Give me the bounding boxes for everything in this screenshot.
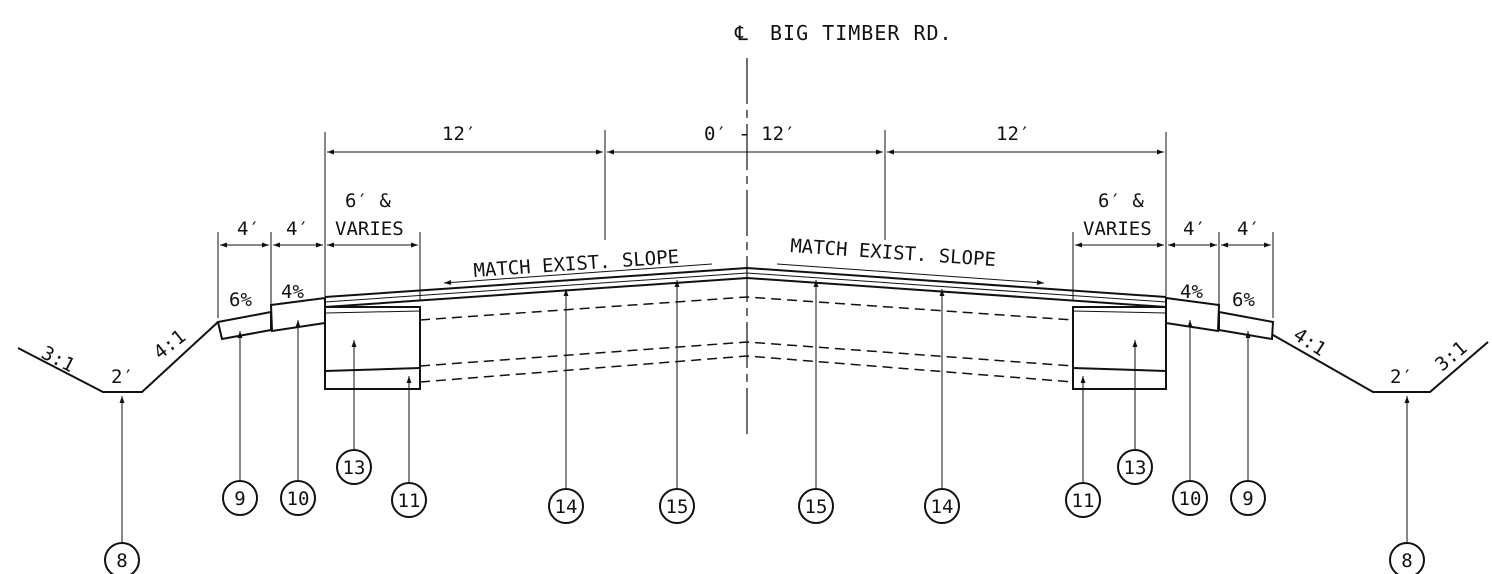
right-widening-box: [1072, 306, 1167, 390]
existing-pavement-dash-1: [419, 296, 1074, 321]
callout-9-left: 9: [222, 480, 258, 516]
pavement-surface-top: [324, 266, 1167, 298]
drawing-title: BIG TIMBER RD.: [770, 21, 953, 45]
cross-slope-right-4pct: 4%: [1180, 281, 1203, 303]
varies-right-line2: VARIES: [1083, 218, 1152, 240]
right-widening-base: [1072, 367, 1167, 372]
callout-circle: [1230, 480, 1266, 516]
slope-left-3to1: 3:1: [38, 342, 79, 377]
callout-bubbles: 8 9 10 13 11 14 15 15: [104, 449, 1425, 574]
top-dimension-group: 12′ 0′ - 12′ 12′: [324, 123, 1167, 300]
pavement-surface-layer: [324, 272, 1167, 303]
cross-slope-left-4pct: 4%: [281, 281, 304, 303]
callout-13-right: 13: [1117, 449, 1153, 485]
match-slope-right-arrow: [776, 263, 1045, 285]
callout-text: 14: [931, 496, 954, 518]
callout-circle: [280, 480, 316, 516]
callout-text: 8: [116, 550, 127, 572]
varies-left-line1: 6′ &: [345, 190, 391, 212]
pavement-section: [324, 266, 1167, 390]
callout-text: 15: [666, 496, 689, 518]
callout-11-left: 11: [391, 482, 427, 518]
callout-circle: [1172, 480, 1208, 516]
callout-13-left: 13: [336, 449, 372, 485]
dim-shoulder-4d: 4′: [1237, 218, 1260, 240]
dim-shoulder-4c: 4′: [1183, 218, 1206, 240]
callout-circle: [1117, 449, 1153, 485]
callout-text: 10: [287, 488, 310, 510]
callout-circle: [659, 488, 695, 524]
existing-pavement-dash-2: [419, 341, 1074, 367]
match-slope-left-arrow: [443, 263, 713, 285]
left-widening-box: [324, 306, 421, 390]
callout-9-right: 9: [1230, 480, 1266, 516]
callout-circle: [222, 480, 258, 516]
centerline-symbol: ℄: [734, 21, 749, 45]
match-slope-left-note: MATCH EXIST. SLOPE: [473, 246, 680, 282]
callout-circle: [1065, 482, 1101, 518]
callout-text: 15: [805, 496, 828, 518]
dim-left-lane: 12′: [442, 123, 476, 145]
callout-text: 11: [1072, 490, 1095, 512]
callout-text: 13: [1124, 457, 1147, 479]
callout-circle: [798, 488, 834, 524]
right-aggregate-shoulder-6pct: [1218, 310, 1275, 341]
dim-right-lane: 12′: [996, 123, 1030, 145]
callout-8-left: 8: [104, 542, 140, 574]
callout-14-left: 14: [548, 488, 584, 524]
slope-left-4to1: 4:1: [150, 325, 191, 363]
dim-shoulder-4b: 4′: [286, 218, 309, 240]
left-shoulder-dimensions: 4′ 4′ 6′ & VARIES: [217, 190, 421, 318]
callout-circle: [104, 542, 140, 574]
dim-center: 0′ - 12′: [704, 123, 796, 145]
callout-leaders: [119, 280, 1410, 543]
match-slope-right-note: MATCH EXIST. SLOPE: [790, 235, 997, 271]
callout-text: 14: [555, 496, 578, 518]
callout-circle: [391, 482, 427, 518]
callout-text: 10: [1179, 488, 1202, 510]
pavement-binder-layer: [324, 276, 1167, 308]
varies-left-line2: VARIES: [335, 218, 404, 240]
callout-15-left: 15: [659, 488, 695, 524]
callout-8-right: 8: [1389, 542, 1425, 574]
existing-pavement-dash-3: [419, 355, 1074, 383]
callout-circle: [924, 488, 960, 524]
callout-text: 8: [1401, 550, 1412, 572]
ditch-width-left: 2′: [111, 366, 134, 388]
callout-11-right: 11: [1065, 482, 1101, 518]
callout-15-right: 15: [798, 488, 834, 524]
callout-text: 13: [343, 457, 366, 479]
left-ditch-profile: [17, 321, 219, 393]
callout-circle: [1389, 542, 1425, 574]
cross-slope-left-6pct: 6%: [229, 289, 252, 311]
right-ditch-profile: [1272, 334, 1489, 393]
right-shoulder-dimensions: 6′ & VARIES 4′ 4′: [1072, 190, 1274, 318]
callout-text: 9: [1242, 488, 1253, 510]
callout-circle: [336, 449, 372, 485]
varies-right-line1: 6′ &: [1098, 190, 1144, 212]
callout-circle: [548, 488, 584, 524]
right-widening-inner-top: [1072, 310, 1167, 314]
ditch-width-right: 2′: [1390, 366, 1413, 388]
callout-14-right: 14: [924, 488, 960, 524]
dim-shoulder-4a: 4′: [237, 218, 260, 240]
slope-right-4to1: 4:1: [1289, 324, 1330, 361]
callout-10-right: 10: [1172, 480, 1208, 516]
left-widening-base: [324, 367, 421, 372]
left-widening-inner-top: [324, 310, 421, 314]
cross-slope-right-6pct: 6%: [1232, 289, 1255, 311]
callout-text: 11: [398, 490, 421, 512]
callout-text: 9: [234, 488, 245, 510]
slope-right-3to1: 3:1: [1431, 337, 1471, 376]
left-aggregate-shoulder-6pct: [216, 310, 272, 341]
callout-10-left: 10: [280, 480, 316, 516]
